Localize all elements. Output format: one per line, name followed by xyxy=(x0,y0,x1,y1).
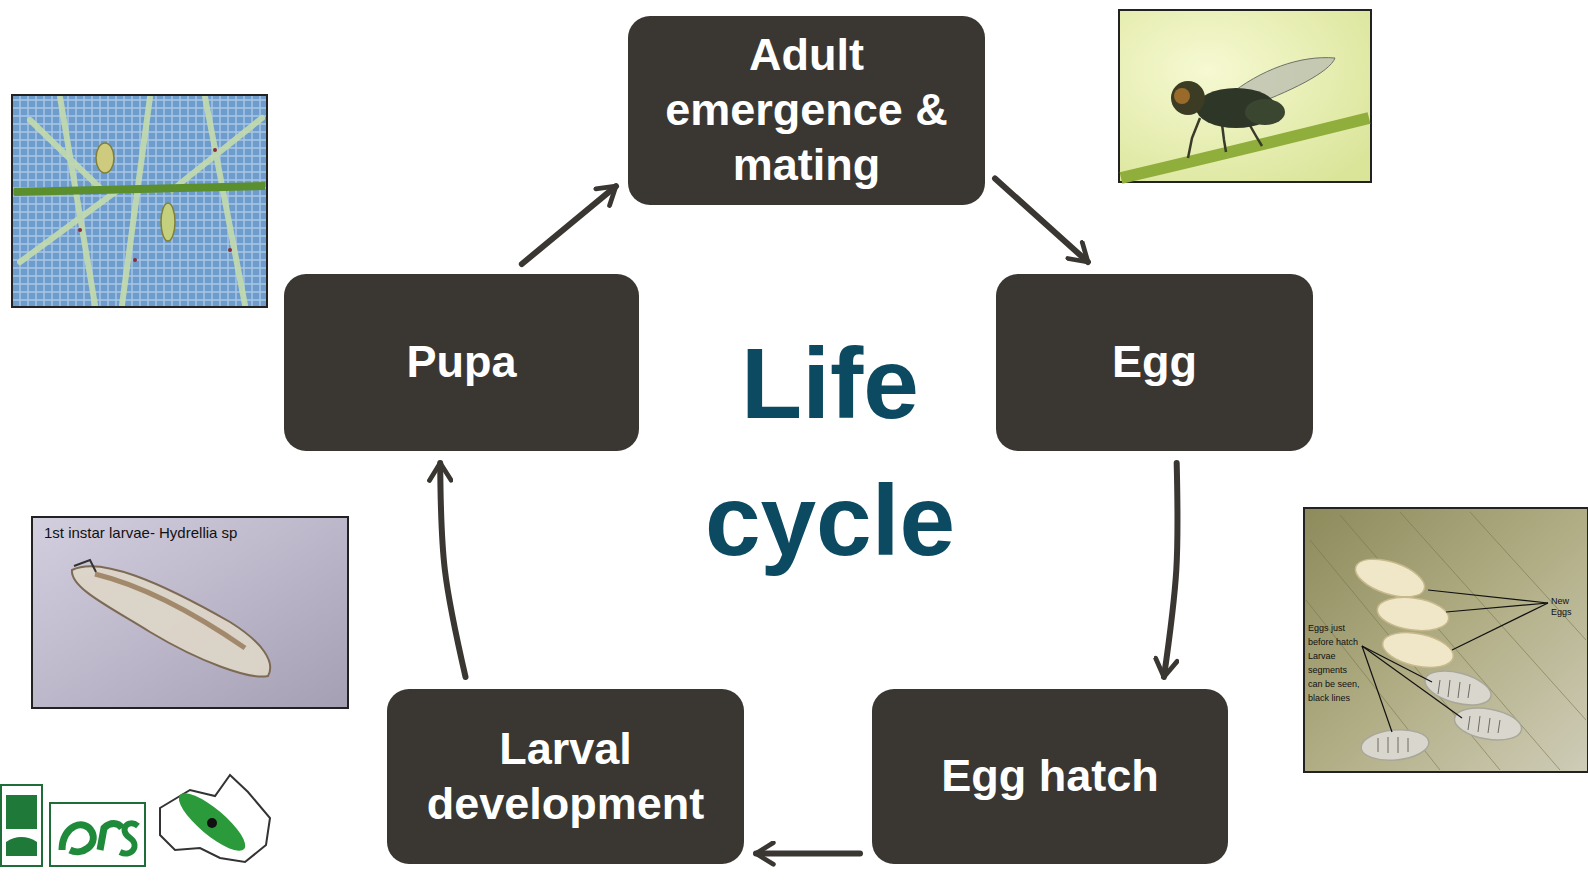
fly-abdomen xyxy=(1245,99,1285,125)
pupa xyxy=(96,143,114,173)
stage-box: Egg xyxy=(996,274,1313,451)
photo-frame xyxy=(1119,10,1371,182)
cycle-arrow xyxy=(995,179,1088,262)
larva xyxy=(72,566,270,676)
box-content: Larval development xyxy=(403,722,728,832)
box-content: Adult emergence & mating xyxy=(644,28,969,193)
leaves xyxy=(20,97,262,305)
stage-label: Pupa xyxy=(406,335,516,390)
stage-box: Larval development xyxy=(387,689,744,864)
fly-eye xyxy=(1174,88,1190,104)
abcl-logo xyxy=(160,775,270,862)
photo-caption: Eggs just before hatch Larvae segments c… xyxy=(1308,622,1360,706)
box-content: Egg xyxy=(1112,335,1197,390)
adult-fly-photo xyxy=(1119,10,1371,182)
photo-frame xyxy=(32,517,348,708)
box-content: Egg hatch xyxy=(941,749,1159,804)
diagram-title: Life cycle xyxy=(680,315,980,589)
usda-logo xyxy=(1,785,42,866)
plant-stem xyxy=(14,186,265,192)
stage-box: Pupa xyxy=(284,274,639,451)
stage-label: Egg hatch xyxy=(941,749,1159,804)
stage-box: Adult emergence & mating xyxy=(628,16,985,205)
leader-lines xyxy=(1362,590,1548,732)
stage-label: Larval development xyxy=(403,722,728,832)
cycle-arrow xyxy=(522,186,616,264)
cycle-arrow xyxy=(756,851,860,857)
old-eggs xyxy=(1360,665,1524,763)
photo-frame xyxy=(12,95,267,307)
larva-segments xyxy=(1378,680,1500,753)
fly-head xyxy=(1171,81,1205,115)
larva-mouthhooks xyxy=(74,560,96,572)
photo-ground xyxy=(12,95,267,307)
pupa xyxy=(161,203,175,241)
larva-photo xyxy=(32,517,348,708)
stage-label: Adult emergence & mating xyxy=(644,28,969,193)
eggs-photo xyxy=(1304,508,1588,772)
ars-logo xyxy=(50,803,145,866)
new-eggs xyxy=(1351,552,1457,673)
larva-gut xyxy=(95,574,245,648)
cycle-arrow xyxy=(440,463,465,677)
photo-caption: 1st instar larvae- Hydrellia sp xyxy=(44,524,344,542)
cycle-arrow xyxy=(1164,463,1178,677)
leaf-texture xyxy=(1306,512,1586,770)
box-content: Pupa xyxy=(406,335,516,390)
photo-caption: New Eggs xyxy=(1551,596,1585,618)
photo-frame xyxy=(1304,508,1588,772)
pupa-photo xyxy=(12,95,267,307)
stage-box: Egg hatch xyxy=(872,689,1228,864)
stage-label: Egg xyxy=(1112,335,1197,390)
